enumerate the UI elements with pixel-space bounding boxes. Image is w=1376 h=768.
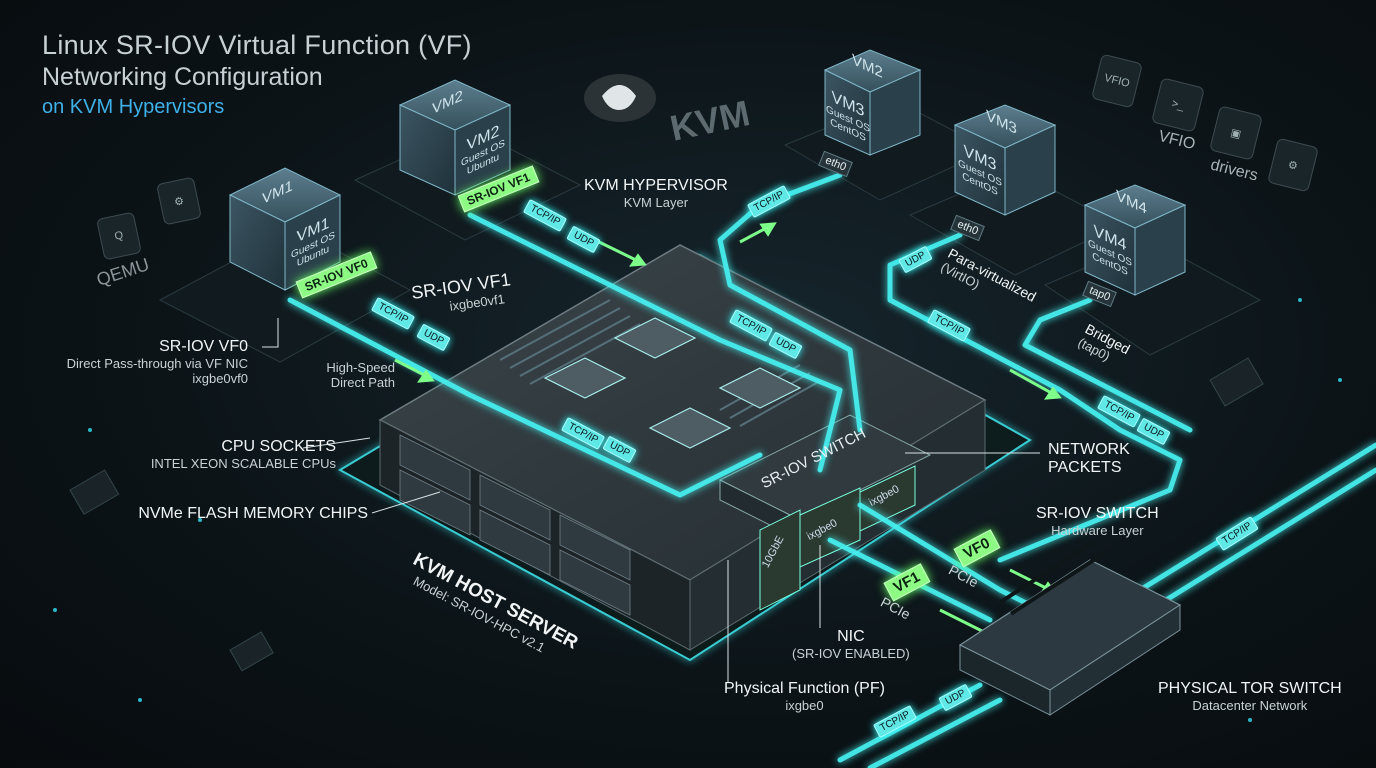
nic-sub: (SR-IOV ENABLED): [792, 646, 910, 661]
pf-title: Physical Function (PF): [724, 680, 885, 697]
vfio-box-label: VFIO: [1103, 72, 1131, 90]
title-line3: on KVM Hypervisors: [42, 96, 225, 118]
network-packets-line2: PACKETS: [1048, 459, 1122, 476]
nvme-label: NVMe FLASH MEMORY CHIPS: [138, 505, 368, 523]
tor-switch-label: PHYSICAL TOR SWITCH Datacenter Network: [1158, 680, 1342, 713]
cpu-sockets-sub: INTEL XEON SCALABLE CPUs: [150, 456, 336, 471]
cpu-sockets: [543, 317, 802, 449]
title-line1: Linux SR-IOV Virtual Function (VF): [42, 30, 472, 60]
nic-label: NIC (SR-IOV ENABLED): [792, 628, 910, 661]
pf-label: Physical Function (PF) ixgbe0: [724, 680, 885, 713]
sriov-switch-hw-label: SR-IOV SWITCH Hardware Layer: [1036, 505, 1159, 538]
high-speed-line1: High-Speed: [326, 360, 395, 375]
cpu-sockets-title: CPU SOCKETS: [221, 438, 336, 455]
sriov-vf0-label: SR-IOV VF0 Direct Pass-through via VF NI…: [67, 338, 248, 386]
tux-logo: [584, 74, 656, 122]
tor-switch-title: PHYSICAL TOR SWITCH: [1158, 680, 1342, 697]
tor-switch-sub: Datacenter Network: [1192, 698, 1308, 713]
network-packets-line1: NETWORK: [1048, 441, 1130, 458]
nic-title: NIC: [837, 628, 865, 645]
cpu-sockets-label: CPU SOCKETS INTEL XEON SCALABLE CPUs: [151, 438, 336, 471]
network-packets-label: NETWORK PACKETS: [1048, 441, 1130, 477]
high-speed-line2: Direct Path: [330, 375, 395, 390]
vm-cubes: [228, 49, 1187, 296]
leader-lines: [262, 318, 1040, 682]
kvm-hypervisor-title: KVM HYPERVISOR: [584, 177, 728, 194]
pf-sub: ixgbe0: [785, 698, 824, 713]
sriov-vf0-sub2: ixgbe0vf0: [192, 371, 248, 386]
kvm-hypervisor-label: KVM HYPERVISOR KVM Layer: [584, 177, 728, 210]
nvme-title: NVMe FLASH MEMORY CHIPS: [138, 505, 368, 522]
sriov-switch-hw-title: SR-IOV SWITCH: [1036, 505, 1159, 522]
tor-switch: [958, 540, 1182, 716]
high-speed-label: High-Speed Direct Path: [326, 360, 395, 390]
sriov-vf0-sub1: Direct Pass-through via VF NIC: [66, 356, 248, 371]
title-line2: Networking Configuration: [42, 63, 323, 91]
sriov-vf0-title: SR-IOV VF0: [159, 338, 248, 355]
sriov-switch-hw-sub: Hardware Layer: [1051, 523, 1144, 538]
kvm-hypervisor-sub: KVM Layer: [623, 195, 689, 210]
decor-chips: [69, 357, 1264, 672]
title-block: Linux SR-IOV Virtual Function (VF) Netwo…: [42, 30, 472, 119]
